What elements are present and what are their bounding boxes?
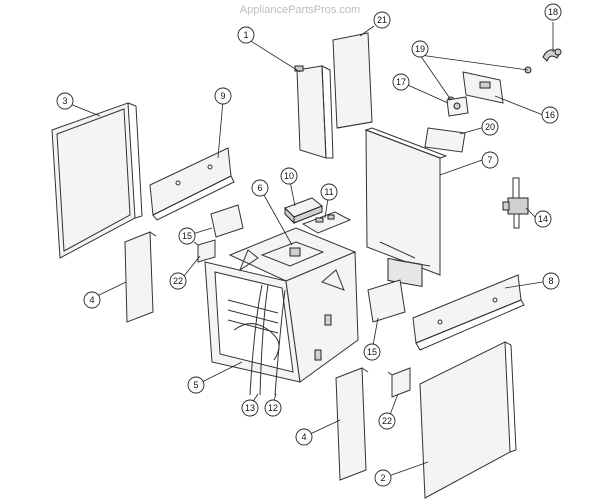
svg-text:12: 12 <box>268 403 278 413</box>
callout-22-upper: 22 <box>169 272 187 290</box>
callout-3: 3 <box>56 92 74 110</box>
callout-15-lower: 15 <box>363 343 381 361</box>
part-1-channel[interactable] <box>294 65 334 159</box>
svg-text:4: 4 <box>89 295 94 305</box>
part-8-rail[interactable] <box>412 274 525 351</box>
callout-9: 9 <box>214 87 232 105</box>
part-18-fitting[interactable] <box>542 48 562 62</box>
callout-18: 18 <box>544 3 562 21</box>
callout-2: 2 <box>374 469 392 487</box>
part-7-rear-panel[interactable] <box>364 127 448 287</box>
watermark: AppliancePartsPros.com <box>239 4 361 16</box>
svg-text:19: 19 <box>415 44 425 54</box>
callout-8: 8 <box>542 272 560 290</box>
callout-4-upper: 4 <box>83 291 101 309</box>
svg-text:10: 10 <box>284 171 294 181</box>
part-22-lower-clip[interactable] <box>387 367 411 398</box>
callout-7: 7 <box>481 151 499 169</box>
part-10-box[interactable] <box>284 197 323 225</box>
part-11-board[interactable] <box>301 211 352 234</box>
callout-13: 13 <box>241 399 259 417</box>
part-9-rail[interactable] <box>149 147 235 221</box>
callout-22-lower: 22 <box>378 412 396 430</box>
svg-text:1: 1 <box>243 30 248 40</box>
svg-text:2: 2 <box>380 473 385 483</box>
svg-text:22: 22 <box>173 276 183 286</box>
callout-21: 21 <box>373 11 391 29</box>
part-5-cavity-body[interactable] <box>204 249 359 383</box>
svg-text:4: 4 <box>301 432 306 442</box>
svg-text:20: 20 <box>485 122 495 132</box>
svg-text:7: 7 <box>487 155 492 165</box>
callout-17: 17 <box>392 73 410 91</box>
part-13-wiring[interactable] <box>249 284 269 396</box>
svg-text:22: 22 <box>382 416 392 426</box>
callout-1: 1 <box>237 26 255 44</box>
part-4-upper-strip[interactable] <box>124 231 157 323</box>
svg-text:8: 8 <box>548 276 553 286</box>
callout-19: 19 <box>411 40 429 58</box>
svg-text:9: 9 <box>220 91 225 101</box>
part-15-lower-block[interactable] <box>367 279 406 323</box>
svg-text:21: 21 <box>377 15 387 25</box>
part-12-wiring[interactable] <box>274 289 286 396</box>
svg-text:15: 15 <box>182 231 192 241</box>
svg-text:11: 11 <box>324 187 333 197</box>
svg-text:14: 14 <box>538 214 548 224</box>
callout-11: 11 <box>320 183 338 201</box>
part-15-upper-block[interactable] <box>210 204 244 238</box>
callout-14: 14 <box>534 210 552 228</box>
svg-text:17: 17 <box>396 77 406 87</box>
callout-20: 20 <box>481 118 499 136</box>
part-16-bracket[interactable] <box>462 71 504 104</box>
svg-text:16: 16 <box>545 110 555 120</box>
svg-text:3: 3 <box>62 96 67 106</box>
part-22-upper-clip[interactable] <box>193 239 216 263</box>
callout-12: 12 <box>264 399 282 417</box>
part-4-lower-strip[interactable] <box>335 367 369 481</box>
callout-16: 16 <box>541 106 559 124</box>
part-3-side-panel[interactable] <box>51 102 143 259</box>
svg-text:18: 18 <box>548 7 558 17</box>
callout-15-upper: 15 <box>178 227 196 245</box>
callout-6: 6 <box>251 179 269 197</box>
part-14-valve[interactable] <box>502 177 529 229</box>
part-17-plate[interactable] <box>446 96 469 117</box>
svg-text:13: 13 <box>245 403 255 413</box>
part-20-pad[interactable] <box>424 127 466 153</box>
callout-5: 5 <box>187 376 205 394</box>
svg-text:6: 6 <box>257 183 262 193</box>
svg-text:5: 5 <box>193 380 198 390</box>
part-21-panel[interactable] <box>332 32 373 129</box>
callout-10: 10 <box>280 167 298 185</box>
part-2-side-panel[interactable] <box>419 341 517 499</box>
callout-4-lower: 4 <box>295 428 313 446</box>
svg-text:15: 15 <box>367 347 377 357</box>
